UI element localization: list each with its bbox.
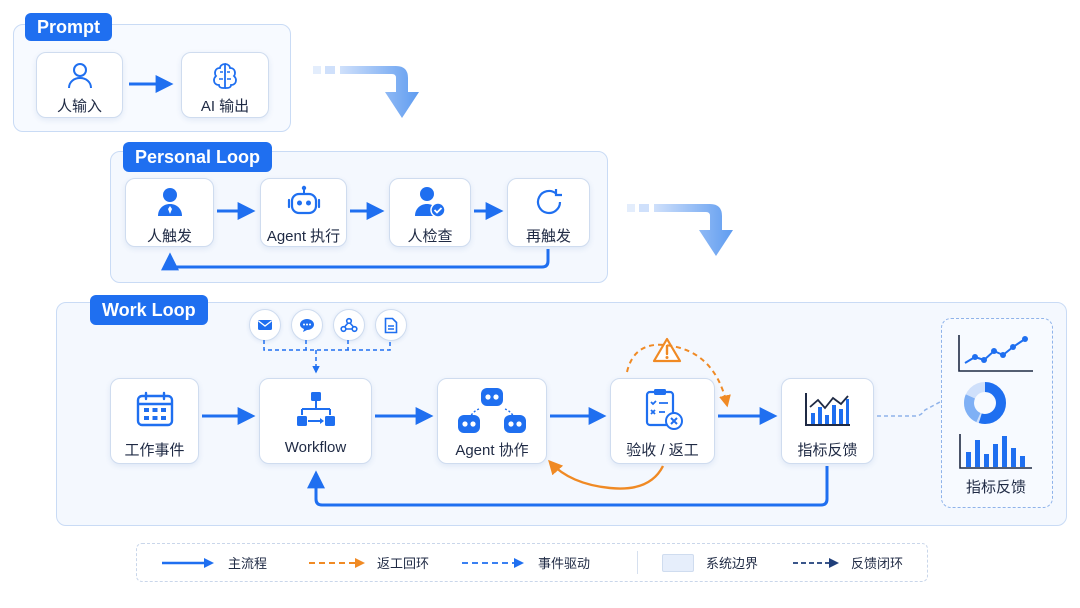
donut-chart-icon xyxy=(962,380,1008,426)
legend-feedback-loop: 反馈闭环 xyxy=(793,544,903,581)
column-chart-icon xyxy=(958,432,1034,470)
legend-system-boundary: 系统边界 xyxy=(662,544,758,581)
calendar-icon xyxy=(111,391,198,427)
personal-node-label: 再触发 xyxy=(525,228,571,245)
legend: 主流程 返工回环 事件驱动 系统边界 反馈闭环 xyxy=(136,543,928,582)
work-node-metric-feedback[interactable]: 指标反馈 xyxy=(781,378,874,464)
work-node-agent-collab[interactable]: Agent 协作 xyxy=(437,378,547,464)
work-node-label: 验收 / 返工 xyxy=(626,442,699,459)
line-chart-icon xyxy=(957,333,1035,373)
prompt-title: Prompt xyxy=(25,13,112,41)
flowchart-icon xyxy=(260,391,371,429)
prompt-node-label: 人输入 xyxy=(56,98,102,115)
personal-node-human-check[interactable]: 人检查 xyxy=(389,178,471,247)
personal-node-retrigger[interactable]: 再触发 xyxy=(507,178,590,247)
kpi-panel-label: 指标反馈 xyxy=(965,479,1026,496)
transition-arrow-1 xyxy=(313,66,419,118)
webhook-icon[interactable] xyxy=(333,309,365,341)
work-node-workflow[interactable]: Workflow xyxy=(259,378,372,464)
transition-arrow-2 xyxy=(627,204,733,256)
refresh-icon xyxy=(508,187,589,217)
person-icon xyxy=(126,187,213,217)
robot-icon xyxy=(261,185,346,217)
chat-icon[interactable] xyxy=(291,309,323,341)
checklist-icon xyxy=(611,387,714,431)
work-loop-panel xyxy=(56,302,1067,526)
personal-node-agent-execute[interactable]: Agent 执行 xyxy=(260,178,347,247)
robot-top xyxy=(481,388,503,406)
personal-node-label: Agent 执行 xyxy=(266,228,341,245)
work-node-label: Agent 协作 xyxy=(455,442,529,459)
mail-icon[interactable] xyxy=(249,309,281,341)
work-loop-title: Work Loop xyxy=(90,295,208,325)
prompt-node-label: AI 输出 xyxy=(200,98,250,115)
work-node-work-event[interactable]: 工作事件 xyxy=(110,378,199,464)
person-check-icon xyxy=(390,186,470,218)
robots-icon xyxy=(438,385,546,435)
brain-icon xyxy=(182,61,268,91)
personal-node-label: 人检查 xyxy=(407,228,453,245)
legend-main-flow: 主流程 xyxy=(162,544,267,581)
document-icon[interactable] xyxy=(375,309,407,341)
bar-chart-icon xyxy=(782,391,873,427)
work-node-label: 工作事件 xyxy=(124,442,185,459)
personal-node-label: 人触发 xyxy=(146,228,192,245)
legend-divider xyxy=(637,551,638,574)
work-node-accept-rework[interactable]: 验收 / 返工 xyxy=(610,378,715,464)
personal-loop-title: Personal Loop xyxy=(123,142,273,172)
personal-node-human-trigger[interactable]: 人触发 xyxy=(125,178,214,247)
user-icon xyxy=(37,62,122,90)
work-node-label: 指标反馈 xyxy=(797,442,858,459)
warning-icon xyxy=(652,337,682,363)
legend-event-driven: 事件驱动 xyxy=(462,544,590,581)
work-node-label: Workflow xyxy=(284,439,347,456)
prompt-node-human-input[interactable]: 人输入 xyxy=(36,52,123,118)
prompt-node-ai-output[interactable]: AI 输出 xyxy=(181,52,269,118)
legend-rework-loop: 返工回环 xyxy=(309,544,429,581)
